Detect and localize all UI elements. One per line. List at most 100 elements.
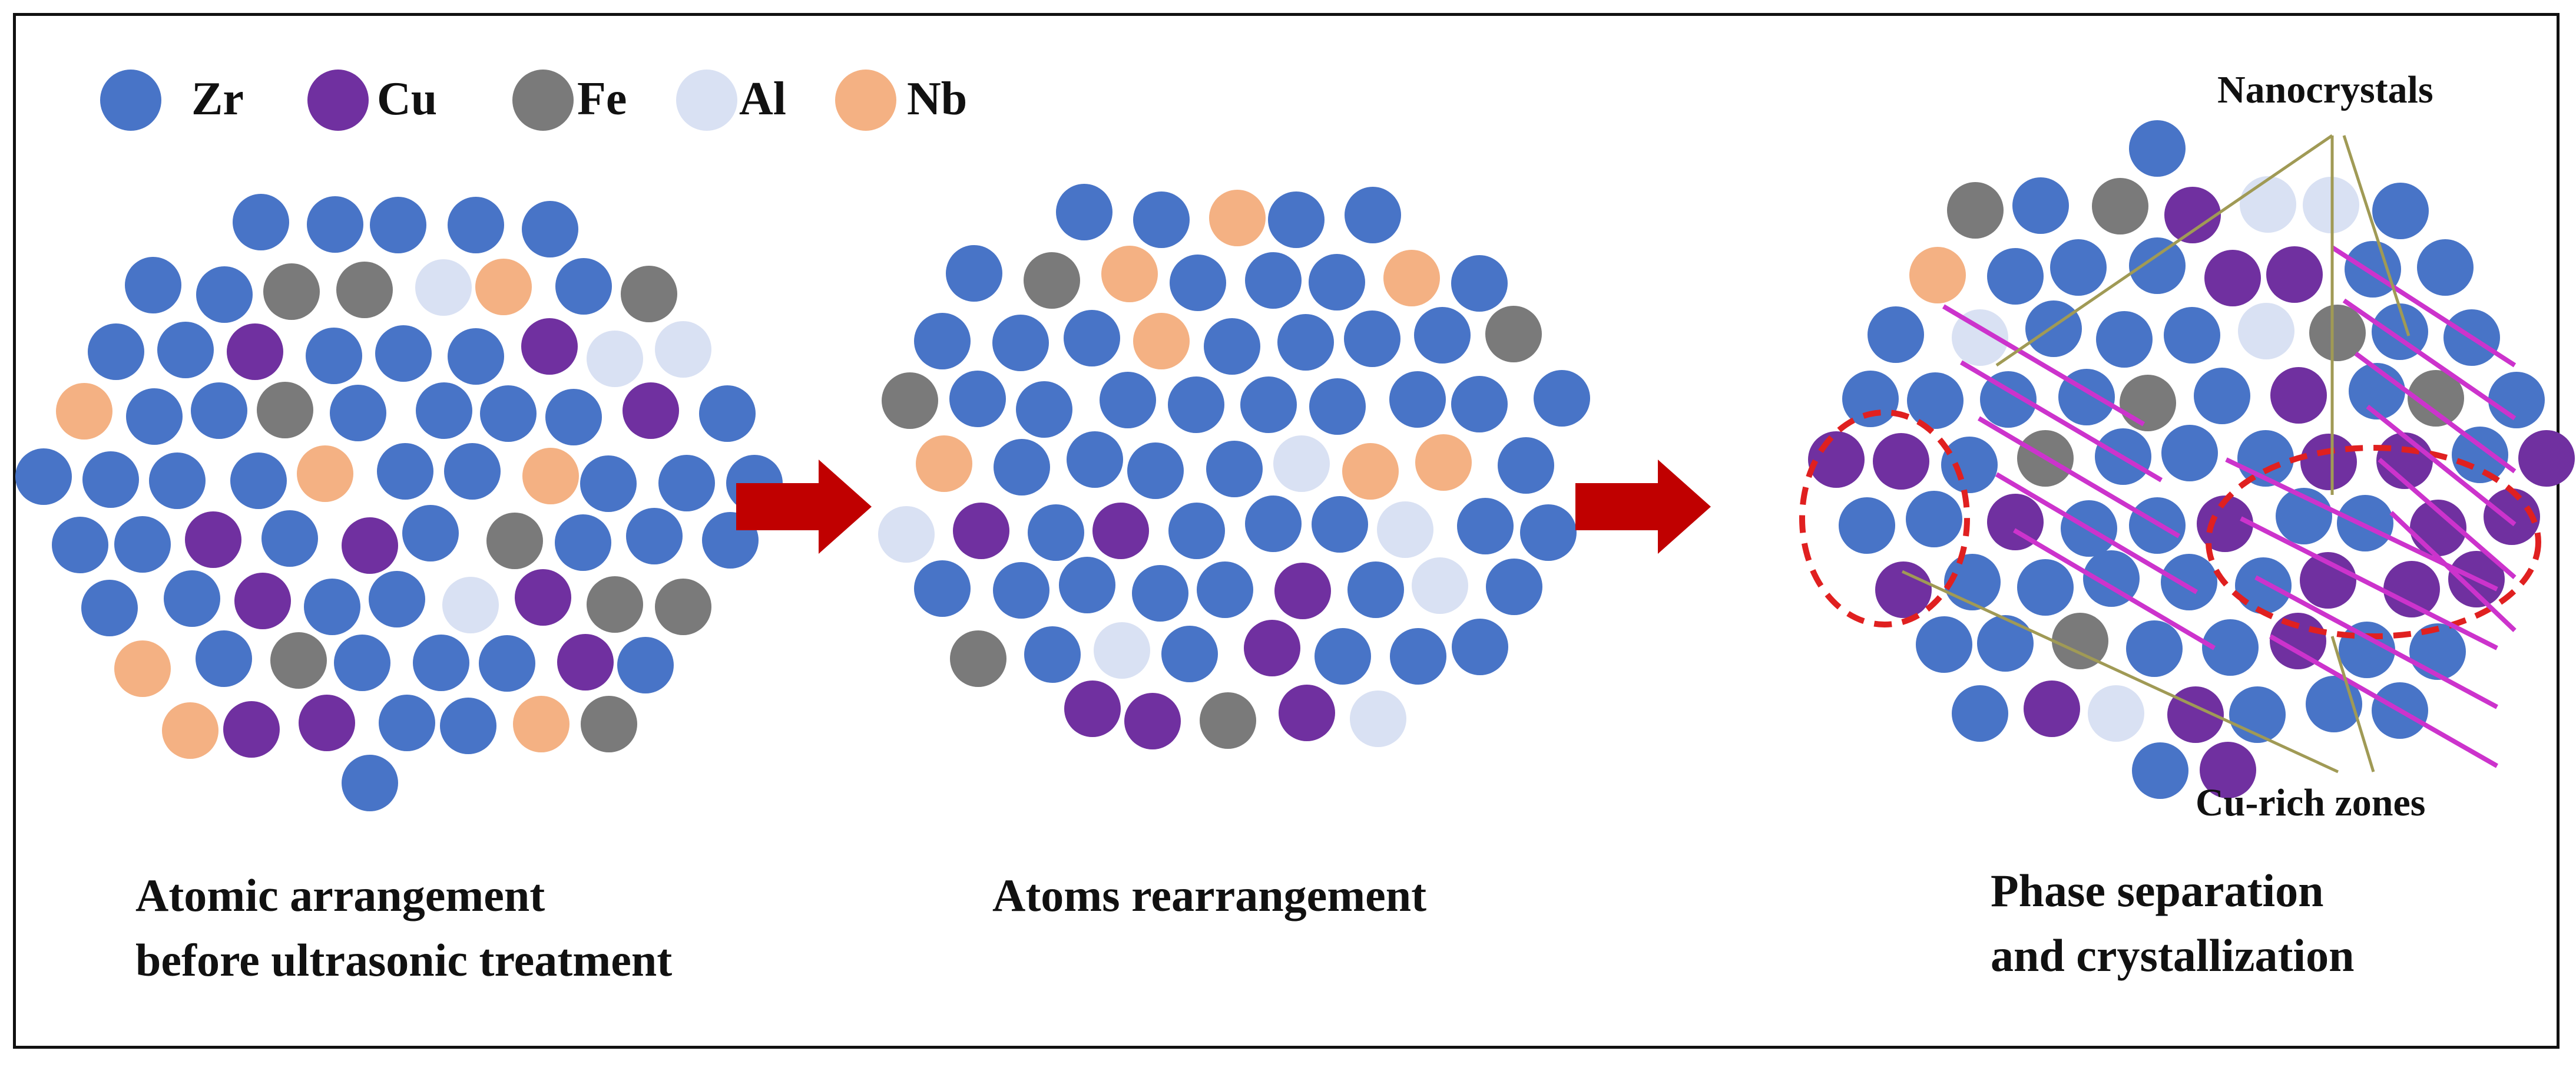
atom-zr — [1127, 442, 1184, 499]
atom-fe — [2052, 613, 2109, 670]
atom-al — [2237, 302, 2294, 359]
pointer-line — [1995, 134, 2333, 367]
atom-zr — [2416, 239, 2474, 296]
atom-nb — [513, 695, 570, 752]
legend-nb-swatch — [835, 70, 896, 131]
lattice-line — [2254, 575, 2498, 709]
atom-zr — [261, 510, 318, 567]
pointer-line — [1901, 570, 2339, 774]
atom-zr — [1170, 254, 1227, 311]
atom-zr — [1347, 561, 1404, 619]
atom-zr — [480, 385, 537, 442]
atom-cu — [2300, 434, 2357, 491]
atom-zr — [1451, 255, 1508, 312]
atom-nb — [522, 448, 579, 505]
atom-zr — [2409, 623, 2466, 680]
panel-3-caption-line2: and crystallization — [1991, 930, 2355, 981]
atom-zr — [521, 200, 578, 257]
atom-cu — [2518, 430, 2575, 487]
atom-zr — [379, 694, 436, 751]
legend-nb-label: Nb — [907, 73, 968, 125]
atom-zr — [913, 560, 971, 617]
atom-zr — [1277, 314, 1335, 371]
legend-cu-swatch — [307, 70, 369, 131]
atom-zr — [1343, 310, 1400, 368]
atom-al — [2239, 176, 2296, 233]
lattice-line — [2225, 457, 2498, 592]
atom-cu — [623, 382, 680, 439]
atom-zr — [341, 755, 398, 812]
atom-zr — [993, 561, 1050, 619]
atom-nb — [1909, 246, 1966, 303]
atom-cu — [223, 701, 280, 758]
atom-zr — [1059, 557, 1116, 614]
atom-nb — [162, 702, 219, 759]
atom-zr — [196, 630, 253, 687]
atom-zr — [1168, 503, 1226, 560]
atom-zr — [1308, 253, 1365, 310]
legend-zr-swatch — [100, 70, 161, 131]
atom-zr — [2336, 494, 2393, 551]
atom-al — [1093, 622, 1150, 679]
atom-zr — [658, 454, 716, 511]
figure-border — [13, 13, 2560, 1049]
nanocrystal-lattice-lines — [1942, 245, 2517, 768]
cu-rich-zone-right-outline — [2206, 445, 2541, 639]
panel-1-caption-line1: Atomic arrangement — [135, 870, 545, 921]
atom-nb — [114, 640, 171, 698]
atom-zr — [440, 697, 497, 754]
atom-zr — [1133, 191, 1190, 249]
atom-zr — [2131, 742, 2188, 800]
atom-zr — [2161, 553, 2218, 610]
atom-zr — [15, 448, 72, 506]
atom-fe — [2091, 177, 2148, 234]
atom-zr — [2488, 372, 2545, 429]
atom-zr — [626, 507, 683, 564]
atom-nb — [1415, 434, 1472, 491]
atom-al — [878, 506, 935, 563]
atom-zr — [555, 257, 612, 315]
lattice-line — [2342, 298, 2517, 421]
atom-fe — [1023, 252, 1080, 309]
atom-zr — [1451, 376, 1508, 433]
atom-zr — [1413, 307, 1471, 364]
atom-zr — [1245, 252, 1302, 309]
atom-cu — [1092, 503, 1150, 560]
atom-zr — [82, 451, 139, 508]
atom-zr — [1451, 618, 1508, 675]
atom-zr — [303, 578, 360, 635]
atom-zr — [554, 514, 611, 572]
atom-al — [415, 259, 472, 316]
atom-zr — [1027, 504, 1084, 561]
atom-zr — [2339, 622, 2396, 679]
atom-al — [587, 330, 644, 387]
atom-cu — [2200, 741, 2257, 798]
atom-zr — [913, 313, 971, 370]
atom-fe — [580, 696, 637, 753]
atom-zr — [415, 382, 472, 440]
atom-cu — [953, 503, 1010, 560]
atom-zr — [1314, 627, 1371, 685]
atom-zr — [1240, 376, 1297, 433]
lattice-line — [2330, 245, 2517, 368]
annotation-pointers — [1901, 134, 2411, 774]
atom-zr — [1244, 495, 1302, 553]
atom-zr — [2348, 362, 2405, 419]
atom-zr — [1345, 186, 1402, 243]
atom-zr — [946, 245, 1003, 302]
cu-rich-zones-label: Cu-rich zones — [2196, 781, 2426, 824]
panel-1-caption-line2: before ultrasonic treatment — [135, 934, 673, 986]
atom-zr — [51, 517, 108, 574]
atom-nb — [56, 383, 113, 440]
atom-zr — [992, 315, 1049, 372]
atom-nb — [1342, 442, 1399, 500]
pointer-line — [2342, 135, 2411, 336]
lattice-line — [2378, 457, 2517, 580]
atom-zr — [2095, 311, 2153, 368]
atom-zr — [993, 438, 1050, 495]
atom-nb — [1209, 189, 1266, 246]
atom-zr — [1916, 616, 1973, 673]
atom-cu — [514, 569, 571, 626]
legend-cu-label: Cu — [377, 73, 438, 125]
